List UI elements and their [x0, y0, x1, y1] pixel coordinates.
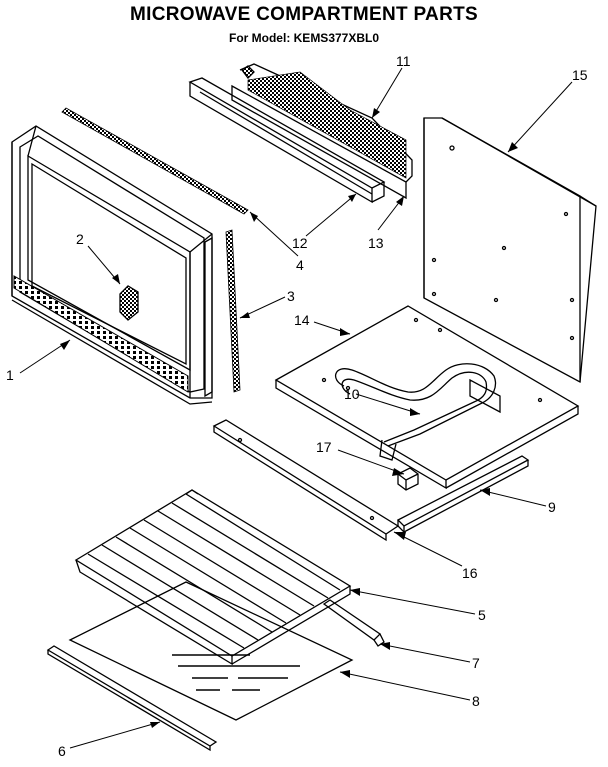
- arrowhead-8: [340, 670, 350, 678]
- arrowhead-10: [410, 408, 420, 416]
- arrowhead-1: [60, 340, 70, 350]
- arrowhead-12: [348, 194, 356, 202]
- mesh-insert-part: [119, 285, 139, 321]
- callout-15: 15: [572, 67, 588, 83]
- leader-line-11: [371, 67, 403, 119]
- callout-14: 14: [294, 312, 310, 328]
- arrowhead-7: [380, 642, 390, 650]
- arrowhead-3: [240, 312, 250, 318]
- heating-element-part: [334, 363, 501, 461]
- leader-line-15: [507, 81, 573, 153]
- arrowhead-16: [394, 532, 406, 540]
- leader-line-5: [349, 589, 476, 615]
- right-rail-part: [396, 455, 530, 534]
- tray-channel-part: [322, 599, 385, 647]
- small-bracket-part: [397, 467, 419, 491]
- callout-17: 17: [316, 439, 332, 455]
- arrowhead-11: [372, 108, 380, 118]
- left-rail-part: [212, 419, 400, 542]
- front-frame-part: [11, 125, 213, 405]
- diagram-title: MICROWAVE COMPARTMENT PARTS: [130, 4, 478, 25]
- corrugated-tray-part: [74, 489, 352, 666]
- leader-line-7: [379, 643, 471, 663]
- callout-7: 7: [472, 655, 480, 671]
- callout-2: 2: [76, 231, 84, 247]
- leader-line-12: [305, 193, 357, 237]
- callout-9: 9: [548, 499, 556, 515]
- arrowhead-17: [392, 468, 404, 476]
- callout-10: 10: [344, 386, 360, 402]
- leader-line-8: [339, 671, 471, 701]
- arrowhead-5: [350, 588, 360, 596]
- floor-plate-part: [274, 305, 580, 490]
- leader-line-9: [479, 489, 547, 507]
- arrowhead-15: [508, 142, 518, 152]
- callout-1: 1: [6, 367, 14, 383]
- callout-11: 11: [396, 53, 411, 69]
- leader-line-16: [393, 531, 463, 567]
- leader-line-10: [355, 393, 421, 415]
- arrowhead-6: [150, 722, 160, 728]
- filter-assembly-part: [231, 63, 413, 200]
- callout-12: 12: [292, 235, 308, 251]
- leader-line-6: [69, 721, 161, 749]
- callout-6: 6: [58, 743, 66, 759]
- leader-line-4: [249, 211, 299, 257]
- model-subtitle: For Model: KEMS377XBL0: [228, 31, 380, 45]
- bottom-trim-part: [46, 645, 218, 752]
- callout-8: 8: [472, 693, 480, 709]
- callout-5: 5: [478, 607, 486, 623]
- arrowhead-13: [396, 196, 404, 206]
- rear-panel-part: [423, 117, 597, 384]
- top-channel-part: [188, 77, 386, 204]
- arrowhead-9: [480, 488, 490, 496]
- base-sheet-part: [68, 581, 354, 721]
- side-gasket-part: [225, 229, 241, 393]
- callout-4: 4: [296, 257, 304, 273]
- leader-line-17: [337, 449, 405, 475]
- callout-16: 16: [462, 565, 478, 581]
- arrowhead-4: [250, 212, 258, 222]
- arrowhead-2: [112, 274, 120, 284]
- callout-3: 3: [287, 288, 295, 304]
- top-gasket-part: [61, 107, 249, 215]
- callout-13: 13: [368, 235, 384, 251]
- arrowhead-14: [340, 328, 350, 336]
